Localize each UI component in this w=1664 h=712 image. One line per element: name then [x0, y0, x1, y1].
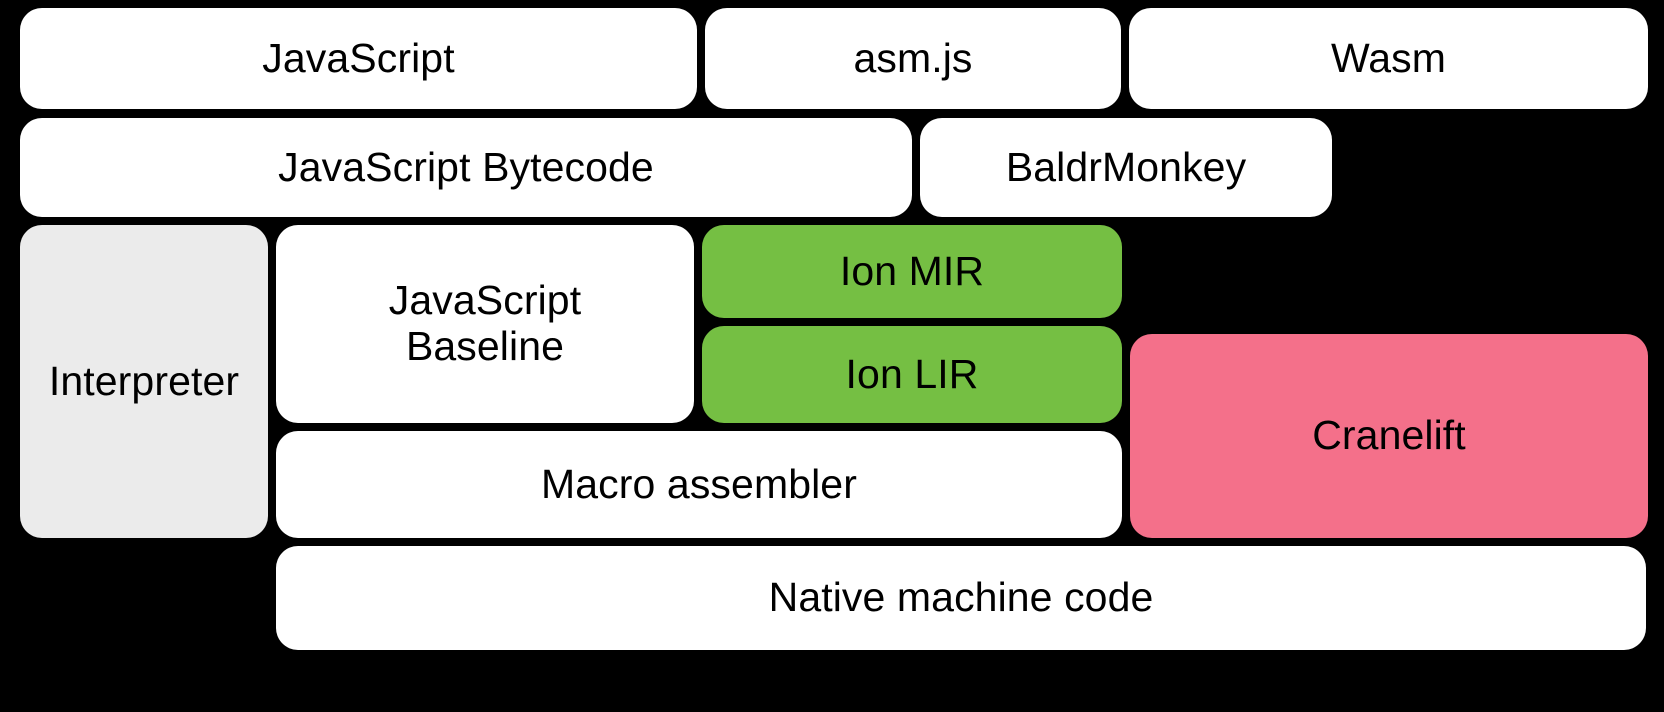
node-baldrmonkey[interactable]: BaldrMonkey — [920, 118, 1332, 217]
node-javascript-bytecode[interactable]: JavaScript Bytecode — [20, 118, 912, 217]
node-javascript-baseline[interactable]: JavaScript Baseline — [276, 225, 694, 423]
node-ion-lir[interactable]: Ion LIR — [702, 326, 1122, 423]
node-ion-mir[interactable]: Ion MIR — [702, 225, 1122, 318]
node-interpreter[interactable]: Interpreter — [20, 225, 268, 538]
node-cranelift[interactable]: Cranelift — [1130, 334, 1648, 538]
node-wasm[interactable]: Wasm — [1129, 8, 1648, 109]
node-native-machine-code[interactable]: Native machine code — [276, 546, 1646, 650]
node-javascript[interactable]: JavaScript — [20, 8, 697, 109]
node-asmjs[interactable]: asm.js — [705, 8, 1121, 109]
node-macro-assembler[interactable]: Macro assembler — [276, 431, 1122, 538]
